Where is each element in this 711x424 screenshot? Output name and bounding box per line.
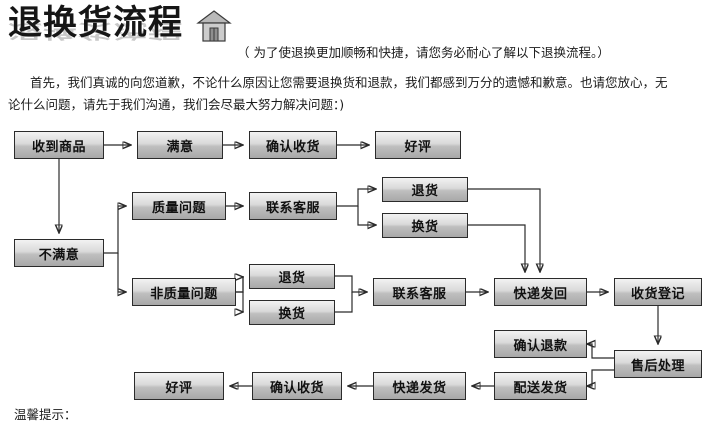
node-confirm-receipt-1[interactable]: 确认收货 — [249, 131, 337, 159]
node-return-2[interactable]: 退货 — [249, 264, 335, 289]
node-confirm-receipt-2[interactable]: 确认收货 — [252, 372, 342, 400]
node-exchange-1[interactable]: 换货 — [382, 213, 468, 238]
node-confirm-refund[interactable]: 确认退款 — [494, 330, 587, 358]
node-receipt-register[interactable]: 收货登记 — [614, 278, 702, 306]
node-contact-service-2[interactable]: 联系客服 — [373, 278, 466, 306]
node-dispatch-shipment[interactable]: 配送发货 — [494, 372, 587, 400]
node-satisfied[interactable]: 满意 — [137, 131, 223, 159]
house-icon — [196, 10, 232, 42]
node-good-review-1[interactable]: 好评 — [375, 131, 461, 159]
node-quality-issue[interactable]: 质量问题 — [132, 192, 226, 220]
node-return-1[interactable]: 退货 — [382, 177, 468, 202]
intro-paragraph: 首先，我们真诚的向您道歉，不论什么原因让您需要退换货和退款，我们都感到万分的遗憾… — [8, 72, 680, 116]
intro-line-1: 首先，我们真诚的向您道歉，不论什么原因让您需要退换货和退款，我们都感到万分的遗憾… — [30, 75, 668, 90]
node-unsatisfied[interactable]: 不满意 — [14, 239, 104, 267]
node-ship-back[interactable]: 快递发回 — [494, 278, 587, 306]
node-contact-service-1[interactable]: 联系客服 — [249, 192, 337, 220]
node-good-review-2[interactable]: 好评 — [134, 372, 224, 400]
intro-line-2: 论什么问题，请先于我们沟通，我们会尽最大努力解决问题：) — [8, 97, 345, 112]
header-note: （ 为了使退换更加顺畅和快捷，请您务必耐心了解以下退换流程。） — [237, 45, 610, 60]
node-received-goods[interactable]: 收到商品 — [14, 131, 104, 159]
page-title: 退换货流程 — [8, 3, 183, 43]
footer-tip: 温馨提示： — [14, 407, 77, 422]
node-exchange-2[interactable]: 换货 — [249, 300, 335, 325]
node-courier-shipment[interactable]: 快递发货 — [373, 372, 466, 400]
node-non-quality-issue[interactable]: 非质量问题 — [132, 278, 236, 306]
node-after-sales[interactable]: 售后处理 — [614, 350, 702, 378]
page-title-wrap: 退换货流程 — [8, 6, 183, 40]
